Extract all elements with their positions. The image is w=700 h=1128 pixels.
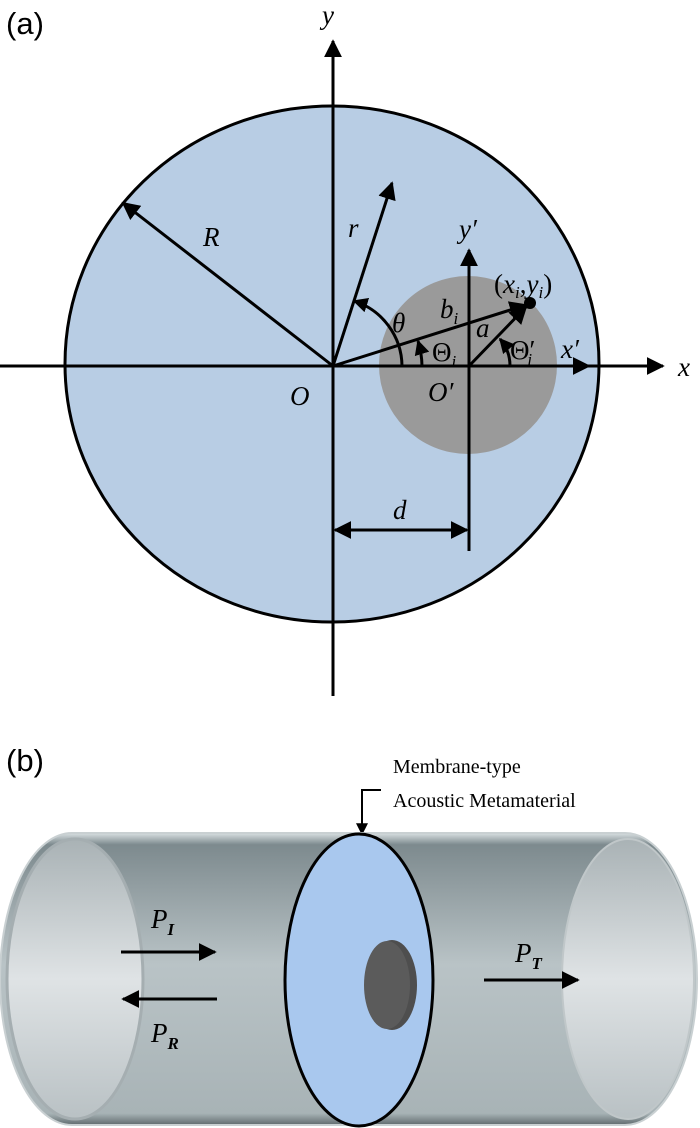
Theta-i-label: Θi (432, 337, 457, 371)
point-coordinates-label: (xi,yi) (494, 269, 552, 302)
panel-a-label: (a) (6, 6, 44, 41)
a-label: a (476, 313, 490, 343)
y-prime-label: y′ (456, 214, 478, 244)
y-axis-label: y (319, 0, 334, 30)
attached-mass (364, 941, 410, 1029)
membrane-disc (283, 832, 435, 1128)
d-label: d (393, 495, 407, 525)
reflected-pressure-label: PR (150, 1018, 179, 1053)
R-label: R (202, 222, 220, 252)
tube-right-opening (561, 838, 695, 1120)
b-i-label: bi (440, 294, 459, 328)
transmitted-pressure-label: PT (514, 938, 543, 973)
annotation-line-1: Membrane-type (393, 756, 521, 778)
origin-O-prime-label: O′ (428, 377, 454, 407)
Theta-prime-i-arc (498, 337, 515, 367)
incident-pressure-label: PI (150, 904, 176, 939)
b-i-arrow (332, 301, 528, 368)
Theta-i-arc (414, 339, 430, 367)
panel-b-label: (b) (6, 743, 44, 778)
point-xi-yi (524, 297, 536, 309)
a-arrow (467, 305, 528, 368)
r-label: r (348, 213, 359, 243)
theta-label: θ (392, 308, 405, 338)
r-arrow (331, 181, 396, 367)
Theta-prime-i-label: Θ′i (510, 335, 535, 369)
radius-R-arrow (121, 201, 334, 368)
x-prime-label: x′ (560, 334, 580, 364)
origin-O-label: O (290, 381, 310, 411)
tube-left-opening (5, 837, 145, 1121)
annotation-line-2: Acoustic Metamaterial (393, 790, 576, 812)
annotation-pointer-arrow (356, 789, 381, 836)
theta-arc (352, 297, 404, 367)
x-axis-label: x (677, 352, 690, 382)
